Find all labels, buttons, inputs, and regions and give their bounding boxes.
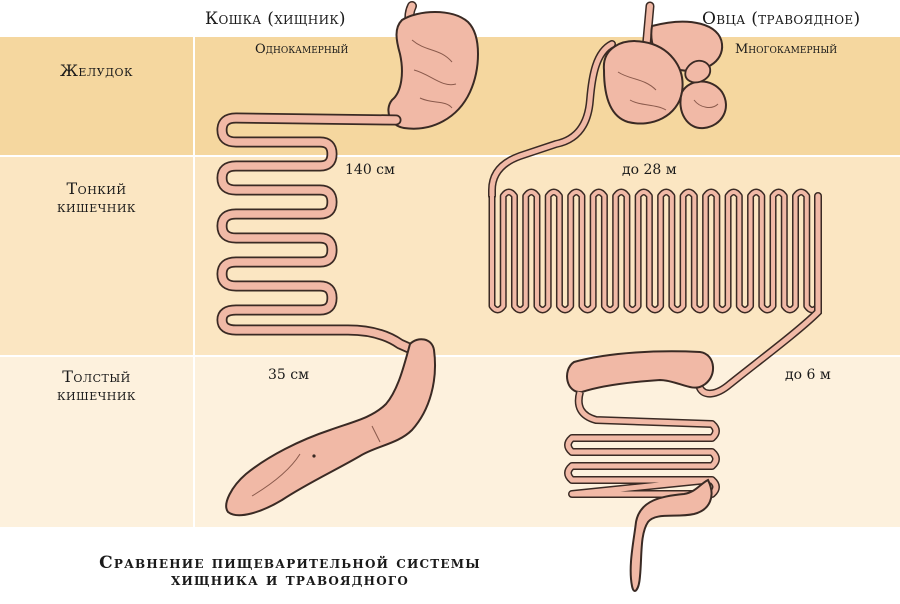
sheep-cecum bbox=[566, 350, 714, 394]
sheep-stomach bbox=[602, 20, 727, 130]
cat-column-title: Кошка (хищник) bbox=[205, 9, 346, 29]
cat-large-intestine bbox=[225, 338, 436, 517]
caption-line-2: хищника и травоядного bbox=[170, 570, 409, 590]
sheep-column-title: Овца (травоядное) bbox=[702, 9, 861, 29]
cat-stomach bbox=[387, 11, 479, 130]
large-intestine-row-band bbox=[0, 357, 900, 527]
cat-stomach-type: Однокамерный bbox=[255, 42, 349, 57]
row-label-large-intestine-line1: Толстый bbox=[62, 367, 131, 386]
row-label-large-intestine-line2: кишечник bbox=[57, 385, 136, 404]
row-label-small-intestine-line1: Тонкий bbox=[66, 179, 127, 198]
row-label-large-intestine: Толстый кишечник bbox=[0, 368, 193, 404]
sheep-small-intestine-length: до 28 м bbox=[622, 162, 677, 178]
cat-large-intestine-length: 35 см bbox=[268, 367, 309, 383]
cat-digestive-tract bbox=[216, 1, 479, 517]
caption-line-1: Сравнение пищеварительной системы bbox=[99, 553, 481, 573]
sheep-large-intestine-length: до 6 м bbox=[785, 367, 831, 383]
cat-small-intestine-length: 140 см bbox=[345, 162, 395, 178]
sheep-stomach-type: Многокамерный bbox=[735, 42, 838, 57]
label-column-divider bbox=[193, 37, 195, 527]
row-label-small-intestine-line2: кишечник bbox=[57, 197, 136, 216]
sheep-digestive-tract bbox=[488, 1, 822, 592]
figure-caption: Сравнение пищеварительной системы хищник… bbox=[0, 555, 580, 589]
row-label-stomach: Желудок bbox=[59, 61, 134, 80]
row-label-small-intestine: Тонкий кишечник bbox=[0, 180, 193, 216]
sheep-small-intestine bbox=[488, 188, 822, 314]
sheep-rectum bbox=[629, 478, 713, 592]
